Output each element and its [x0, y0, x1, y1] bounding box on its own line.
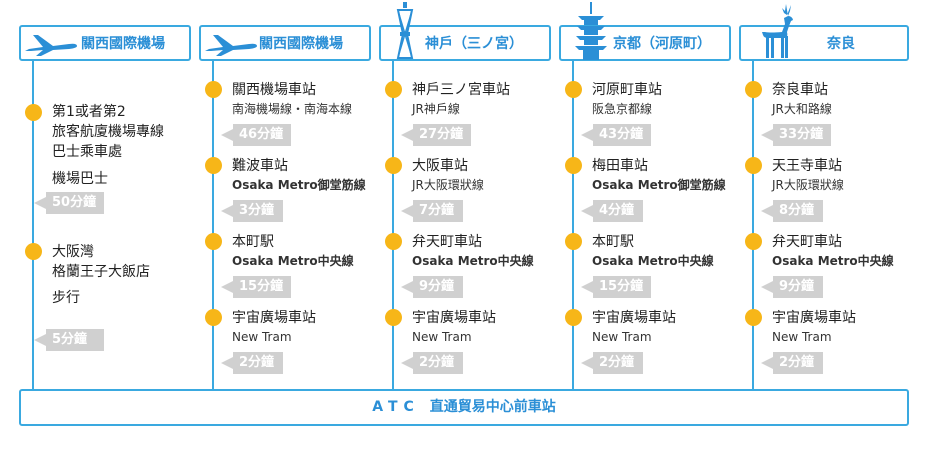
stop-dot: [745, 233, 762, 250]
stop-dot: [205, 233, 222, 250]
header-label: 關西國際機場: [259, 36, 343, 52]
station-name: 本町駅: [232, 234, 274, 250]
rail-line-name: JR神戶線: [412, 102, 460, 116]
header-label: 神戶（三ノ宮）: [425, 36, 523, 52]
travel-time-tag: 27分鐘: [401, 124, 471, 146]
header-label: 奈良: [827, 36, 855, 52]
station-name: 河原町車站: [592, 82, 662, 98]
travel-time-tag: 8分鐘: [761, 200, 823, 222]
rail-line-name: JR大阪環狀線: [772, 178, 844, 192]
rail-line-name: Osaka Metro御堂筋線: [232, 178, 366, 192]
stop-dot: [385, 81, 402, 98]
stop-text-line: 旅客航廈機場專線: [52, 124, 164, 140]
station-name: 弁天町車站: [412, 234, 482, 250]
pagoda-icon: [574, 2, 608, 66]
rail-line-name: Osaka Metro中央線: [772, 254, 894, 268]
travel-time-tag: 50分鐘: [34, 192, 104, 214]
travel-time-tag: 2分鐘: [221, 352, 283, 374]
travel-time-tag: 2分鐘: [761, 352, 823, 374]
transport-mode: 步行: [52, 290, 80, 306]
stop-dot: [385, 233, 402, 250]
stop-text-line: 巴士乘車處: [52, 144, 122, 160]
station-name: 梅田車站: [592, 158, 648, 174]
route-line-5: [752, 61, 754, 389]
station-name: 關西機場車站: [232, 82, 316, 98]
rail-line-name: Osaka Metro中央線: [592, 254, 714, 268]
stop-text-line: 第1或者第2: [52, 104, 126, 120]
stop-dot: [25, 104, 42, 121]
deer-icon: [758, 2, 798, 66]
travel-time-tag: 33分鐘: [761, 124, 831, 146]
station-name: 宇宙廣場車站: [772, 310, 856, 326]
stop-text-line: 格蘭王子大飯店: [52, 264, 150, 280]
rail-line-name: New Tram: [772, 330, 832, 344]
rail-line-name: JR大和路線: [772, 102, 832, 116]
travel-time-tag: 15分鐘: [581, 276, 651, 298]
travel-time-tag: 2分鐘: [581, 352, 643, 374]
route-line-1: [32, 61, 34, 389]
station-name: 天王寺車站: [772, 158, 842, 174]
station-name: 直通貿易中心前車站: [429, 399, 556, 415]
route-line-3: [392, 61, 394, 389]
header-label: 京都（河原町）: [613, 36, 711, 52]
stop-dot: [205, 81, 222, 98]
rail-line-name: New Tram: [412, 330, 472, 344]
rail-line-name: New Tram: [592, 330, 652, 344]
airplane-icon: [203, 31, 259, 61]
stop-dot: [385, 309, 402, 326]
travel-time-tag: 43分鐘: [581, 124, 651, 146]
stop-dot: [745, 157, 762, 174]
travel-time-tag: 9分鐘: [401, 276, 463, 298]
station-name: 奈良車站: [772, 82, 828, 98]
rail-line-name: Osaka Metro御堂筋線: [592, 178, 726, 192]
rail-line-name: JR大阪環狀線: [412, 178, 484, 192]
travel-time-tag: 2分鐘: [401, 352, 463, 374]
header-kansai-airport-1: 關西國際機場: [19, 25, 191, 61]
travel-time-tag: 15分鐘: [221, 276, 291, 298]
rail-line-name: 南海機場線・南海本線: [232, 102, 353, 116]
travel-time-tag: 46分鐘: [221, 124, 291, 146]
stop-dot: [565, 157, 582, 174]
stop-dot: [25, 243, 42, 260]
rail-line-name: 阪急京都線: [592, 102, 653, 116]
stop-dot: [205, 157, 222, 174]
route-line-2: [212, 61, 214, 389]
station-name: 難波車站: [232, 158, 288, 174]
station-name: 宇宙廣場車站: [592, 310, 676, 326]
rail-line-name: Osaka Metro中央線: [232, 254, 354, 268]
station-name: 大阪車站: [412, 158, 468, 174]
header-kansai-airport-2: 關西國際機場: [199, 25, 371, 61]
travel-time-tag: 3分鐘: [221, 200, 283, 222]
kobe-tower-icon: [392, 2, 418, 66]
rail-line-name: New Tram: [232, 330, 292, 344]
travel-time-tag: 7分鐘: [401, 200, 463, 222]
stop-dot: [565, 233, 582, 250]
airplane-icon: [23, 31, 79, 61]
stop-text-line: 大阪灣: [52, 244, 94, 260]
route-line-4: [572, 61, 574, 389]
station-name: 本町駅: [592, 234, 634, 250]
destination-atc-station: ATC 直通貿易中心前車站: [19, 389, 909, 426]
stop-dot: [565, 81, 582, 98]
station-name: 宇宙廣場車站: [232, 310, 316, 326]
stop-dot: [745, 309, 762, 326]
stop-dot: [205, 309, 222, 326]
header-label: 關西國際機場: [81, 36, 165, 52]
stop-dot: [385, 157, 402, 174]
station-name: 宇宙廣場車站: [412, 310, 496, 326]
rail-line-name: Osaka Metro中央線: [412, 254, 534, 268]
travel-time-tag: 5分鐘: [34, 329, 104, 351]
station-name: 弁天町車站: [772, 234, 842, 250]
travel-time-tag: 4分鐘: [581, 200, 643, 222]
station-code: ATC: [372, 399, 420, 415]
stop-dot: [745, 81, 762, 98]
station-name: 神戶三ノ宮車站: [412, 82, 510, 98]
transport-mode: 機場巴士: [52, 171, 108, 187]
travel-time-tag: 9分鐘: [761, 276, 823, 298]
stop-dot: [565, 309, 582, 326]
